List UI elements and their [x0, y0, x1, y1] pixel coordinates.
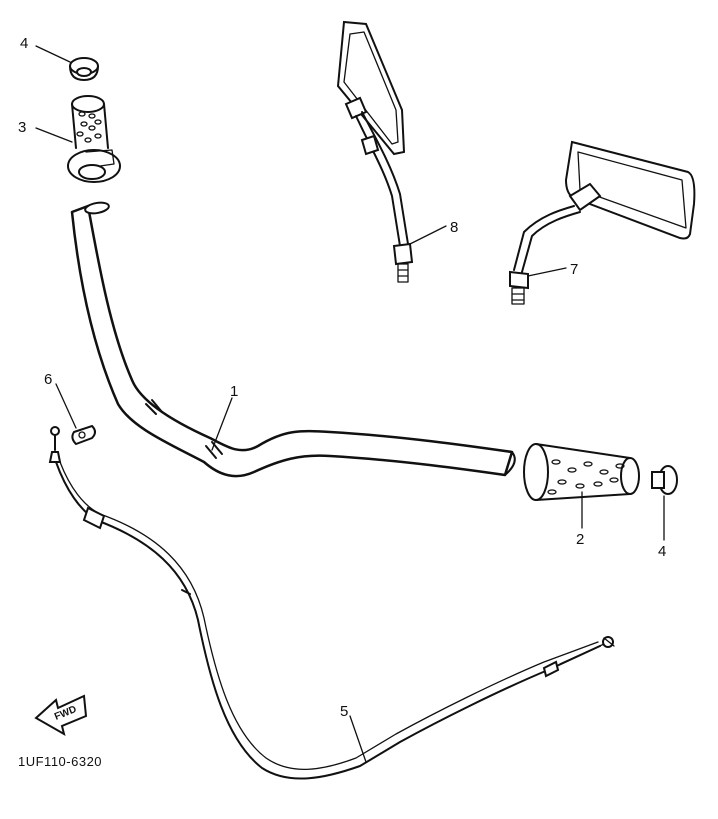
callout-3: 3 — [18, 119, 26, 136]
mirror-right — [336, 20, 414, 283]
mirror-left — [509, 140, 696, 305]
grip-end-cap-right — [651, 465, 678, 495]
callout-5: 5 — [340, 703, 348, 720]
callout-4-right: 4 — [658, 543, 666, 560]
callout-leaders — [35, 45, 665, 763]
cable-clamp — [71, 424, 96, 446]
callout-4-top: 4 — [20, 35, 28, 52]
callout-1: 1 — [230, 383, 238, 400]
diagram-code: 1UF110-6320 — [18, 754, 102, 769]
throttle-grip — [67, 95, 121, 183]
callout-2: 2 — [576, 531, 584, 548]
callout-6: 6 — [44, 371, 52, 388]
left-grip — [523, 443, 640, 501]
callout-7: 7 — [570, 261, 578, 278]
forward-direction-arrow: FWD — [34, 694, 88, 737]
handlebar — [70, 201, 516, 478]
grip-end-cap-left — [69, 57, 99, 81]
callout-8: 8 — [450, 219, 458, 236]
throttle-cable — [48, 426, 615, 780]
